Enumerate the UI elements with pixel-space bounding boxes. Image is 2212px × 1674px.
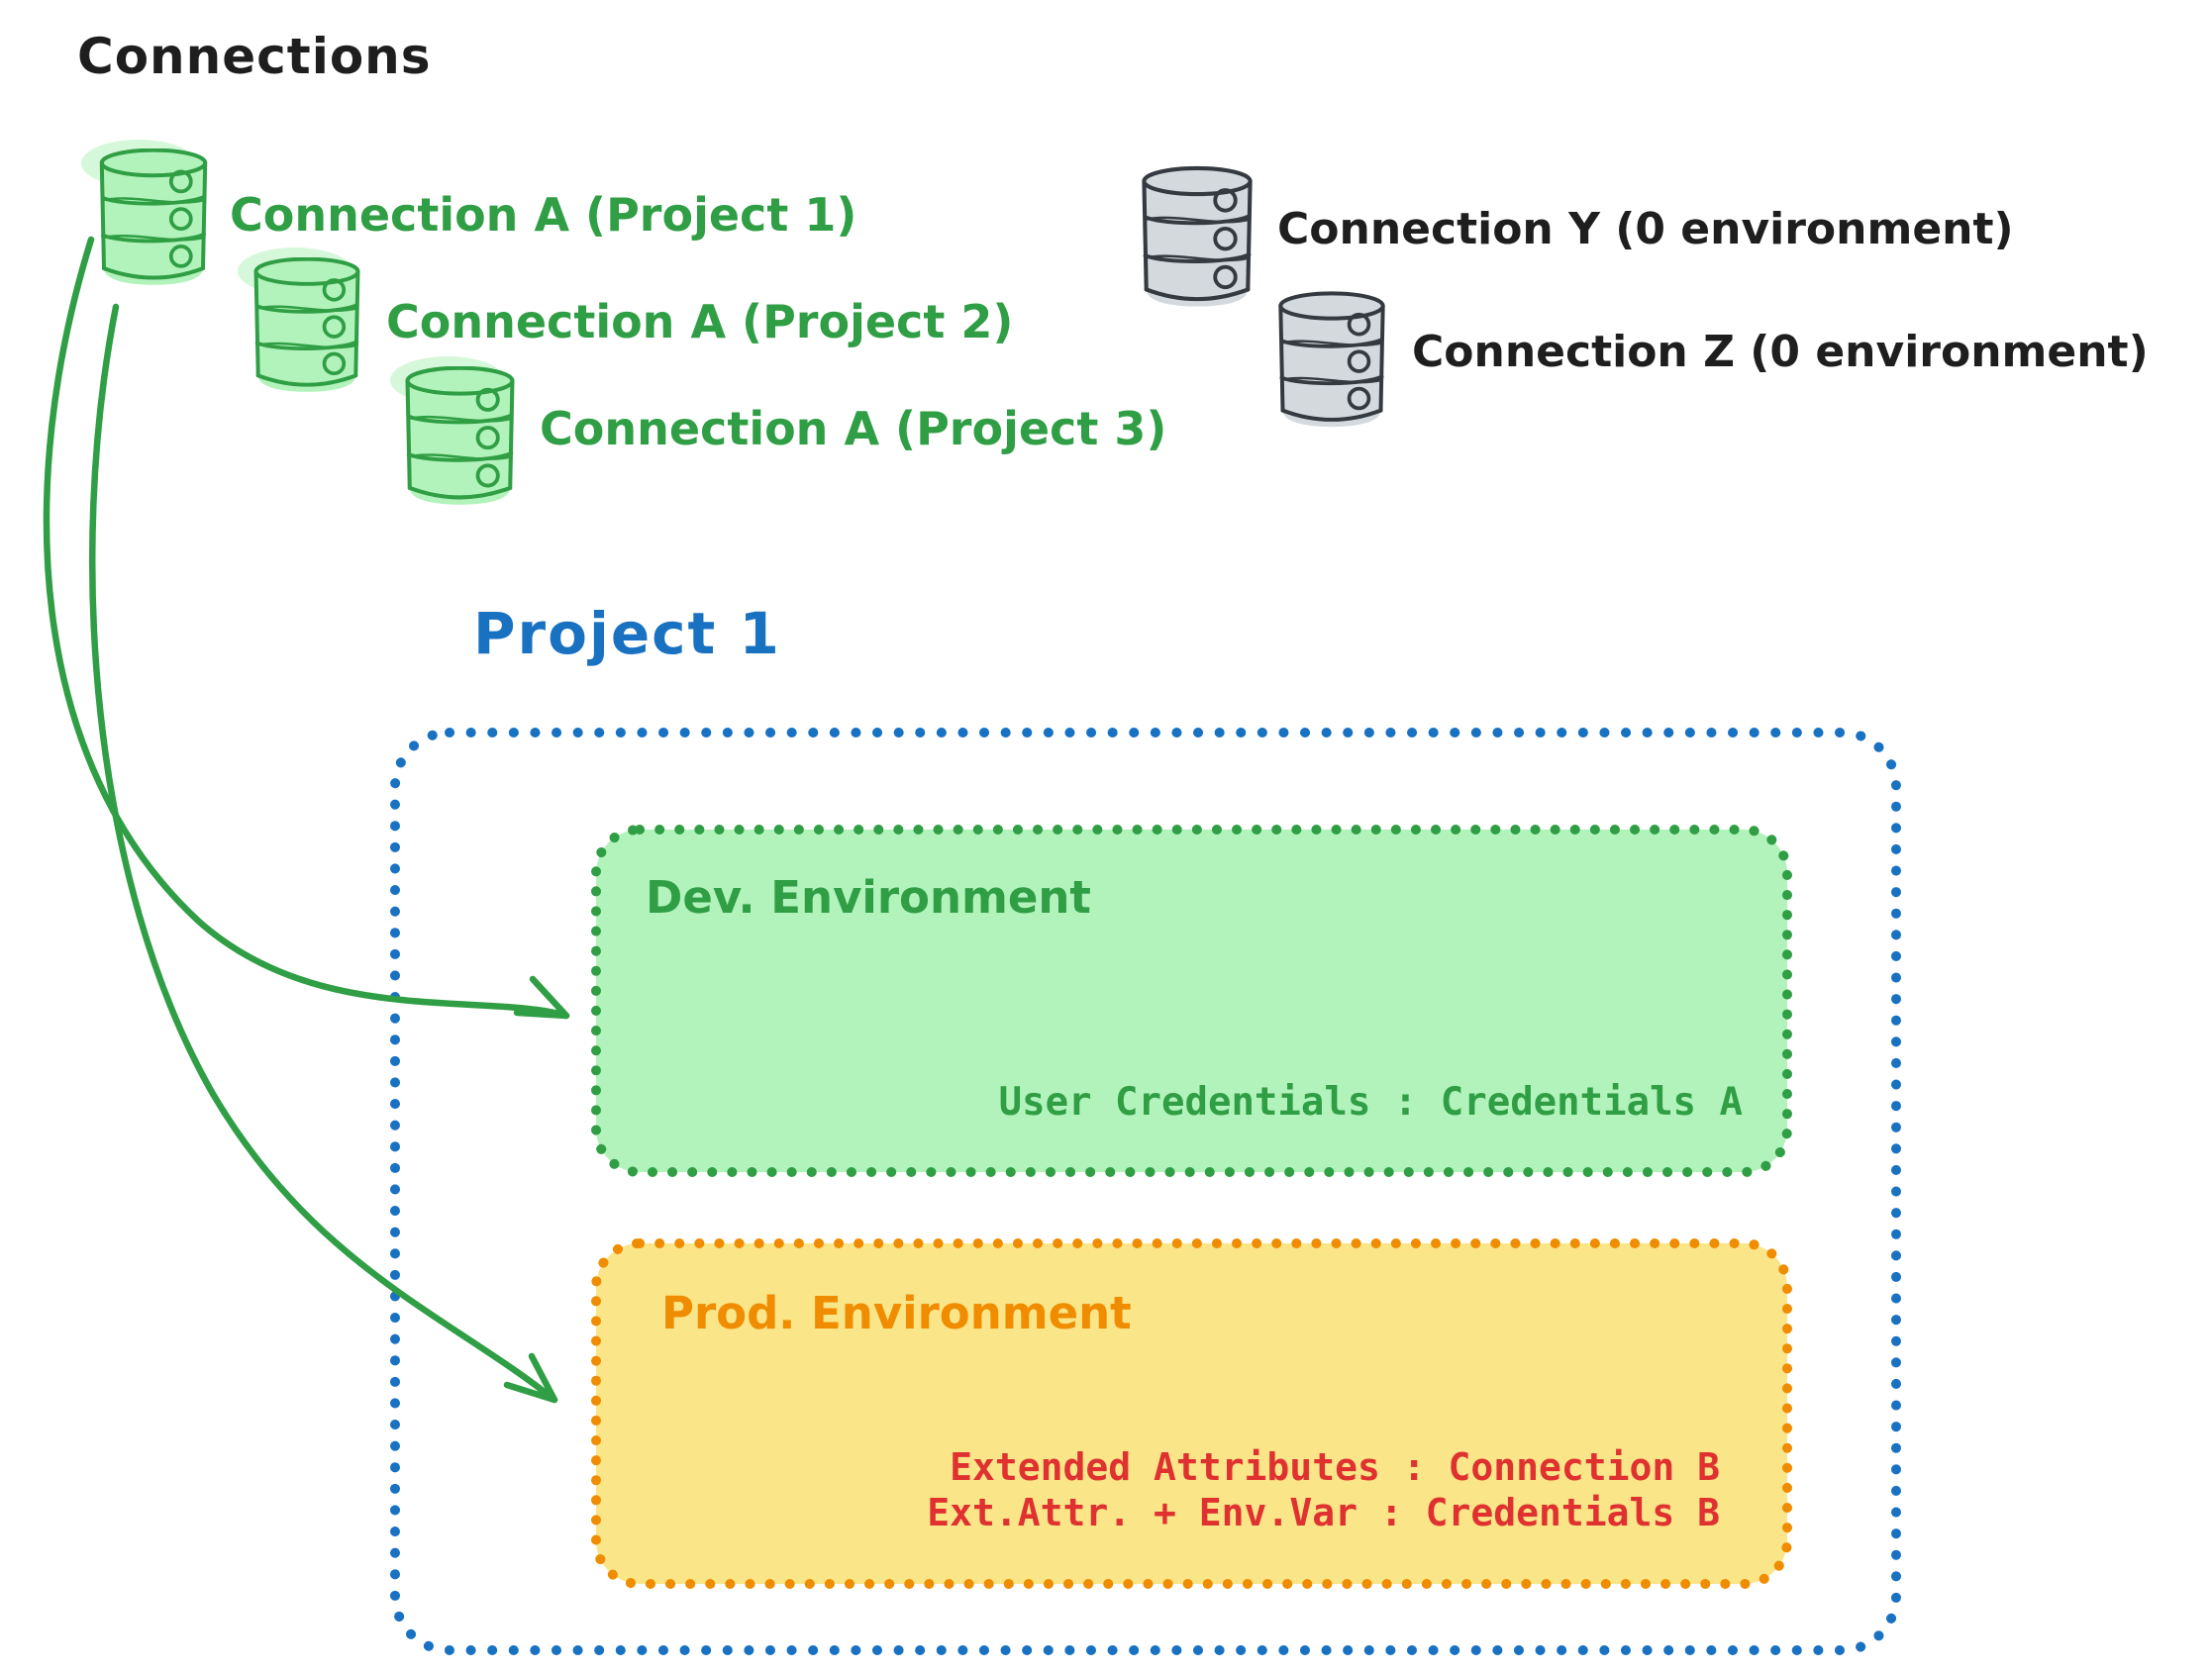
page-title: Connections (77, 28, 432, 85)
prod-environment-title: Prod. Environment (661, 1287, 1132, 1339)
prod-mapping-extended-attributes: Extended Attributes : Connection B (950, 1445, 1720, 1489)
arrow-connection-a-to-dev-environment (43, 236, 570, 1020)
prod-mapping-ext-attr-env-var: Ext.Attr. + Env.Var : Credentials B (927, 1491, 1720, 1534)
label-connection-y: Connection Y (0 environment) (1277, 204, 2014, 254)
label-connection-z: Connection Z (0 environment) (1412, 327, 2149, 377)
database-icon-connection-a-project-3 (408, 367, 513, 505)
arrow-connection-a-to-prod-environment (88, 303, 558, 1404)
prod-environment-mappings: Extended Attributes : Connection B Ext.A… (693, 1444, 1720, 1535)
label-connection-a-project-3: Connection A (Project 3) (540, 402, 1167, 455)
project-1-title: Project 1 (473, 600, 781, 667)
prod-environment-box (591, 1238, 1792, 1589)
database-icon-connection-z (1278, 291, 1385, 430)
database-icon-connection-y (1144, 167, 1250, 306)
database-icon-connection-a-project-2 (256, 258, 358, 392)
project-1-container-box (390, 728, 1901, 1655)
database-icon-connection-a-project-1 (102, 149, 205, 285)
label-connection-a-project-2: Connection A (Project 2) (386, 295, 1014, 348)
dev-environment-credentials-mapping: User Credentials : Credentials A (998, 1080, 1743, 1125)
dev-environment-title: Dev. Environment (646, 871, 1091, 924)
dev-environment-box (591, 825, 1792, 1177)
label-connection-a-project-1: Connection A (Project 1) (230, 188, 857, 242)
